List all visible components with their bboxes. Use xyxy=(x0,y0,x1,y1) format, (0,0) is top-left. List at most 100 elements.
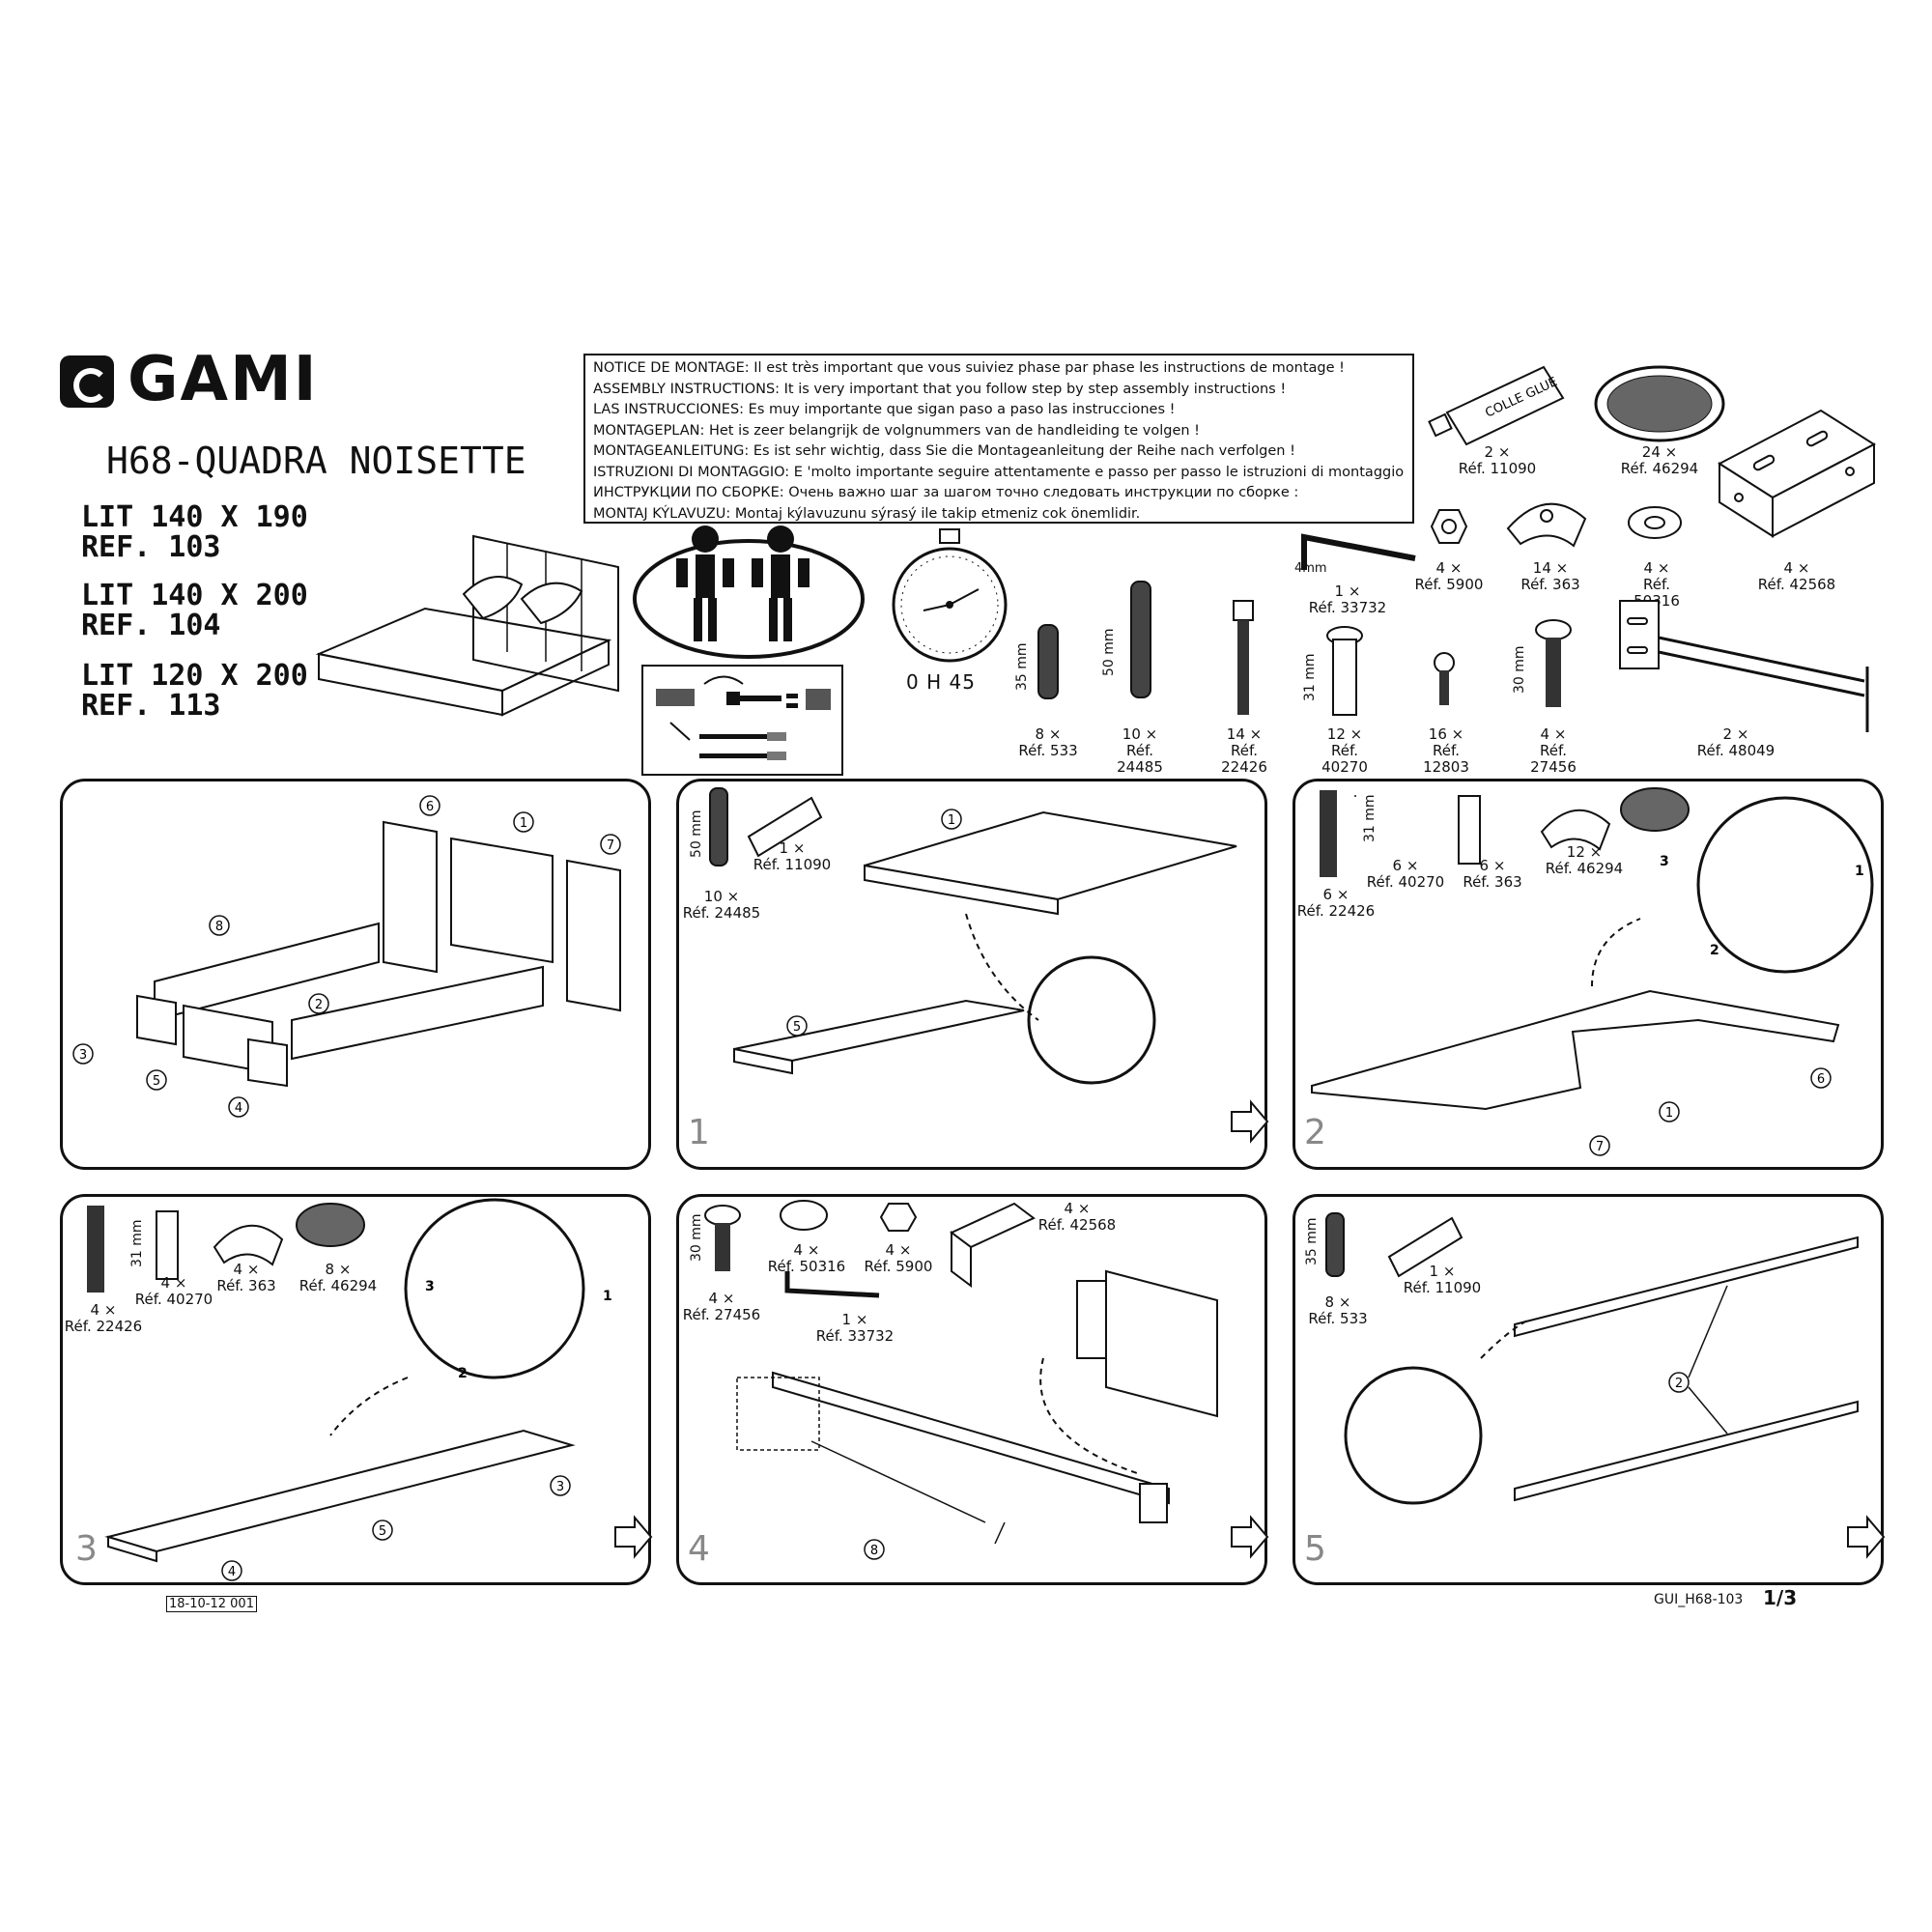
part-qty: 4 × xyxy=(1064,1200,1091,1217)
step-number-5: 5 xyxy=(1304,1529,1326,1569)
part-ref: Réf. 363 xyxy=(216,1277,276,1294)
panel-step-1 xyxy=(676,779,1267,1170)
dowel-50-icon xyxy=(1130,581,1151,698)
panel-step-2 xyxy=(1293,779,1884,1170)
callout-2: 2 xyxy=(315,998,323,1012)
panel-step-3 xyxy=(60,1194,651,1585)
hw-ref: Réf. 12803 xyxy=(1423,742,1469,776)
notice-line-tr: MONTAJ KÝLAVUZU: Montaj kýlavuzunu sýras… xyxy=(593,505,1141,522)
callout-5: 5 xyxy=(793,1020,801,1035)
cam-bolt-icon xyxy=(1233,600,1254,715)
part-ref: Réf. 533 xyxy=(1308,1310,1368,1327)
hw-ref: Réf. 46294 xyxy=(1620,460,1699,477)
part-qty: 4 × xyxy=(708,1290,735,1307)
step4-part-27456: 4 ×Réf. 27456 xyxy=(678,1291,765,1323)
hw-46294: 24 ×Réf. 46294 xyxy=(1611,444,1708,477)
callout-4: 4 xyxy=(228,1565,236,1579)
variant-ref-2: REF. 104 xyxy=(81,609,221,642)
step-number-3: 3 xyxy=(75,1529,98,1569)
step1-diagram: 1 5 xyxy=(709,787,1269,1144)
part-ref: Réf. 24485 xyxy=(682,904,761,922)
step3-part-40270: 4 ×Réf. 40270 xyxy=(130,1275,217,1308)
hw-qty: 4 × xyxy=(1435,559,1463,577)
nut-icon xyxy=(1430,509,1468,544)
two-persons-icon xyxy=(633,526,865,659)
notice-line-de: MONTAGEANLEITUNG: Es ist sehr wichtig, d… xyxy=(593,443,1295,459)
hw-12803: 16 ×Réf. 12803 xyxy=(1412,726,1480,776)
hw-ref: Réf. 33732 xyxy=(1308,599,1387,616)
assembly-notice: NOTICE DE MONTAGE: Il est très important… xyxy=(583,354,1414,524)
step2-diagram: 1 7 6 3 1 2 xyxy=(1311,787,1874,1156)
notice-line-en: ASSEMBLY INSTRUCTIONS: It is very import… xyxy=(593,381,1287,397)
hw-24485: 10 ×Réf. 24485 xyxy=(1101,726,1179,776)
callout-1: 1 xyxy=(948,813,955,828)
hw-qty: 10 × xyxy=(1122,725,1158,743)
hw-11090: 2 ×Réf. 11090 xyxy=(1454,444,1541,477)
logo-mark-icon xyxy=(60,355,114,408)
part-ref: Réf. 46294 xyxy=(1545,860,1624,877)
part-qty: 4 × xyxy=(233,1261,260,1278)
notice-line-es: LAS INSTRUCCIONES: Es muy importante que… xyxy=(593,402,1176,417)
part-ref: Réf. 50316 xyxy=(767,1258,846,1275)
step-number-4: 4 xyxy=(688,1529,710,1569)
hw-5900: 4 ×Réf. 5900 xyxy=(1410,560,1488,593)
part-ref: Réf. 363 xyxy=(1463,873,1522,891)
panel-overview xyxy=(60,779,651,1170)
variant-ref-1: REF. 103 xyxy=(81,530,221,564)
hw-48049: 2 ×Réf. 48049 xyxy=(1692,726,1779,759)
step1-part-24485: 10 ×Réf. 24485 xyxy=(678,889,765,922)
callout-4: 4 xyxy=(235,1101,242,1116)
step4-part-33732: 1 ×Réf. 33732 xyxy=(792,1312,918,1345)
step4-diagram: 8 xyxy=(704,1200,1269,1560)
hw-ref: Réf. 42568 xyxy=(1757,576,1836,593)
part-ref: Réf. 11090 xyxy=(1403,1279,1482,1296)
hw-33732: 1 ×Réf. 33732 xyxy=(1299,583,1396,616)
zoom-label-1: 1 xyxy=(603,1289,612,1304)
step3-part-363: 4 ×Réf. 363 xyxy=(208,1262,285,1294)
part-qty: 4 × xyxy=(793,1241,820,1259)
step2-part-363: 6 ×Réf. 363 xyxy=(1454,858,1531,891)
step5-part-11090: 1 ×Réf. 11090 xyxy=(1399,1264,1486,1296)
hw-ref: Réf. 363 xyxy=(1520,576,1580,593)
hw-ref: Réf. 24485 xyxy=(1117,742,1163,776)
callout-6: 6 xyxy=(1817,1072,1825,1087)
dowel-35-dim: 35 mm xyxy=(1014,642,1030,691)
step3-diagram: 3 5 4 3 1 2 xyxy=(87,1198,653,1581)
part-qty: 10 × xyxy=(703,888,740,905)
step2-camlock-dim: 31 mm xyxy=(1362,794,1378,842)
zoom-label-3: 3 xyxy=(1660,854,1669,869)
part-ref: Réf. 27456 xyxy=(682,1306,761,1323)
cover-cap-icon xyxy=(1594,365,1725,442)
hw-27456: 4 ×Réf. 27456 xyxy=(1515,726,1592,776)
hw-ref: Réf. 533 xyxy=(1018,742,1078,759)
panel-step-5 xyxy=(1293,1194,1884,1585)
hw-ref: Réf. 48049 xyxy=(1696,742,1776,759)
callout-3: 3 xyxy=(556,1480,564,1494)
variant-ref-3: REF. 113 xyxy=(81,689,221,723)
hw-qty: 2 × xyxy=(1722,725,1749,743)
step3-camlock-dim: 31 mm xyxy=(129,1219,145,1267)
bed-illustration xyxy=(315,534,619,717)
callout-7: 7 xyxy=(1596,1140,1604,1154)
hw-ref: Réf. 40270 xyxy=(1321,742,1368,776)
hw-qty: 16 × xyxy=(1428,725,1464,743)
part-ref: Réf. 46294 xyxy=(298,1277,378,1294)
dowel-35-icon xyxy=(1037,624,1059,699)
part-qty: 1 × xyxy=(1429,1263,1456,1280)
hw-363: 14 ×Réf. 363 xyxy=(1517,560,1584,593)
product-title: H68-QUADRA NOISETTE xyxy=(106,440,526,482)
hw-qty: 4 × xyxy=(1783,559,1810,577)
hw-ref: Réf. 27456 xyxy=(1530,742,1577,776)
cam-lock-icon xyxy=(1326,626,1363,716)
hw-ref: Réf. 5900 xyxy=(1414,576,1484,593)
callout-7: 7 xyxy=(607,838,614,853)
hw-22426: 14 ×Réf. 22426 xyxy=(1206,726,1283,776)
notice-line-it: ISTRUZIONI DI MONTAGGIO: E 'molto import… xyxy=(593,464,1405,480)
zoom-label-2: 2 xyxy=(458,1366,468,1381)
callout-3: 3 xyxy=(79,1048,87,1063)
step5-part-533: 8 ×Réf. 533 xyxy=(1299,1294,1377,1327)
hw-ref: Réf. 22426 xyxy=(1221,742,1267,776)
callout-8: 8 xyxy=(215,920,223,934)
part-qty: 4 × xyxy=(90,1301,117,1319)
step4-part-50316: 4 ×Réf. 50316 xyxy=(763,1242,850,1275)
